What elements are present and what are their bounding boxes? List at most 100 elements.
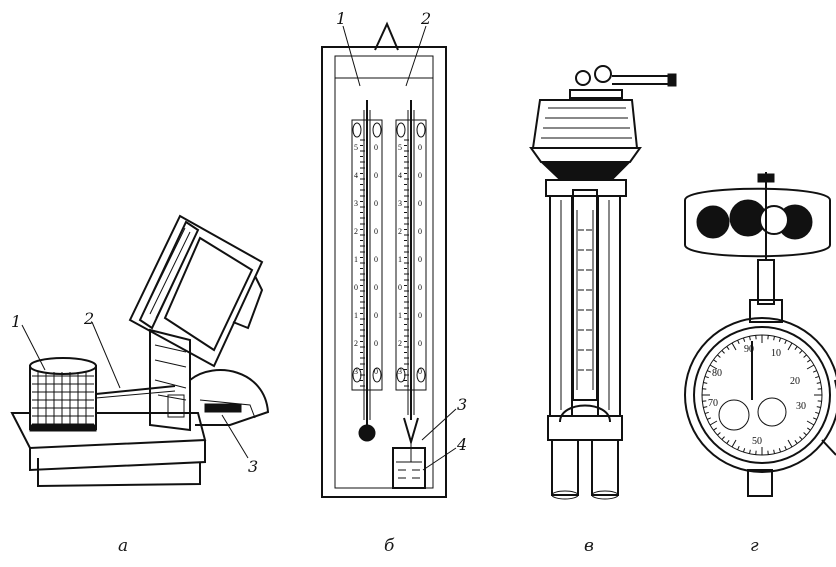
thermometer-scale-label: 1 (398, 255, 402, 264)
thermometer-scale-label: 0 (374, 199, 378, 208)
callout-a-1: 1 (11, 312, 21, 331)
dial-tick (773, 449, 775, 454)
dial-tick (787, 342, 793, 351)
panel-label-a: а (118, 536, 129, 556)
thermometer-scale-label: 1 (354, 311, 358, 320)
thermometer-scale-label: 4 (398, 171, 402, 180)
dial-tick (721, 350, 725, 354)
dial-tick (737, 445, 740, 451)
dial-tick (703, 382, 708, 384)
thermometer-scale-label: 0 (418, 199, 422, 208)
dial-tick (807, 427, 811, 431)
dial-tick (794, 346, 798, 350)
dial-tick (803, 432, 807, 436)
panel-a-thermograph: 1 2 3 (10, 214, 270, 488)
anemometer-dial: 90 80 70 10 20 30 50 (684, 317, 836, 473)
callout-b-1: 1 (336, 9, 346, 28)
dial-30: 30 (796, 401, 806, 412)
panel-label-v: в (584, 536, 594, 556)
thermometer-scale-label: 0 (418, 255, 422, 264)
thermometer-scale-label: 0 (418, 171, 422, 180)
dial-tick (749, 336, 751, 341)
dial-tick (778, 448, 782, 453)
dial-tick (721, 436, 725, 440)
dial-tick (812, 417, 818, 420)
dial-tick (704, 411, 709, 415)
dial-tick (709, 420, 718, 426)
dial-tick (815, 411, 820, 415)
dial-tick (794, 440, 798, 444)
thermometer-scale-label: 0 (374, 255, 378, 264)
thermometer-scale-label: 2 (354, 339, 358, 348)
dial-tick (726, 346, 730, 350)
thermometer-scale-label: 2 (398, 339, 402, 348)
thermometer-scale-label: 1 (354, 255, 358, 264)
thermometer-scale-label: 0 (418, 367, 422, 376)
thermometer-scale-label: 0 (374, 171, 378, 180)
callout-a-3: 3 (248, 457, 258, 476)
thermometer-scale-label: 3 (398, 367, 402, 376)
callout-a-2: 2 (83, 309, 94, 328)
dial-tick (803, 354, 807, 358)
thermometer-scale-label: 0 (418, 143, 422, 152)
thermometer-scale-label: 0 (418, 311, 422, 320)
dial-tick (703, 406, 708, 408)
thermometer-scale-label: 0 (418, 227, 422, 236)
thermometer-scale-label: 2 (354, 227, 358, 236)
thermometer-scale-label: 0 (354, 283, 358, 292)
dial-tick (742, 448, 746, 453)
callout-b-2: 2 (420, 9, 431, 28)
thermometer-scale-label: 0 (374, 283, 378, 292)
recording-drum (29, 357, 97, 432)
panel-g-anemometer: 90 80 70 10 20 30 50 (684, 172, 836, 497)
dial-tick (784, 339, 787, 345)
dial-tick (807, 359, 811, 363)
water-reservoir (392, 442, 426, 489)
dial-tick (717, 354, 721, 358)
thermometer-scale-label: 3 (354, 199, 358, 208)
thermometer-scale-label: 0 (374, 339, 378, 348)
dial-tick (706, 370, 712, 373)
dial-tick (737, 339, 740, 345)
dial-tick (731, 342, 737, 351)
dial-90: 90 (744, 344, 754, 355)
callout-b-3: 3 (457, 395, 467, 414)
thermometer-scale-label: 5 (354, 143, 358, 152)
dial-70: 70 (708, 398, 718, 409)
callout-b-4: 4 (456, 435, 467, 454)
thermometer-scale-label: 3 (354, 367, 358, 376)
dial-tick (812, 370, 818, 373)
dial-tick (726, 440, 730, 444)
dial-tick (778, 337, 782, 342)
thermometer-scale-label: 0 (374, 227, 378, 236)
dial-tick (709, 364, 718, 370)
thermometer-scale-label: 0 (418, 283, 422, 292)
dial-tick (816, 382, 821, 384)
open-lid (128, 214, 264, 368)
thermometer-scale-label: 0 (374, 367, 378, 376)
thermometer-scale-label: 0 (374, 143, 378, 152)
panel-label-g: г (750, 536, 759, 556)
dial-tick (704, 375, 709, 379)
dial-50: 50 (752, 436, 762, 447)
thermometer-scale-label: 5 (398, 143, 402, 152)
panel-label-b: б (384, 536, 395, 556)
dial-tick (742, 337, 746, 342)
dial-tick (787, 439, 793, 448)
thermometer-scale-label: 2 (398, 227, 402, 236)
panel-v-aspiration-psychrometer (529, 65, 677, 500)
dial-tick (749, 449, 751, 454)
dial-tick (784, 445, 787, 451)
dial-tick (815, 375, 820, 379)
dial-tick (706, 417, 712, 420)
dial-tick (731, 439, 737, 448)
dial-tick (816, 406, 821, 408)
dial-10: 10 (771, 348, 781, 359)
thermometer-scale-label: 0 (398, 283, 402, 292)
thermometer-scale-label: 0 (374, 311, 378, 320)
thermometer-scale-label: 1 (398, 311, 402, 320)
